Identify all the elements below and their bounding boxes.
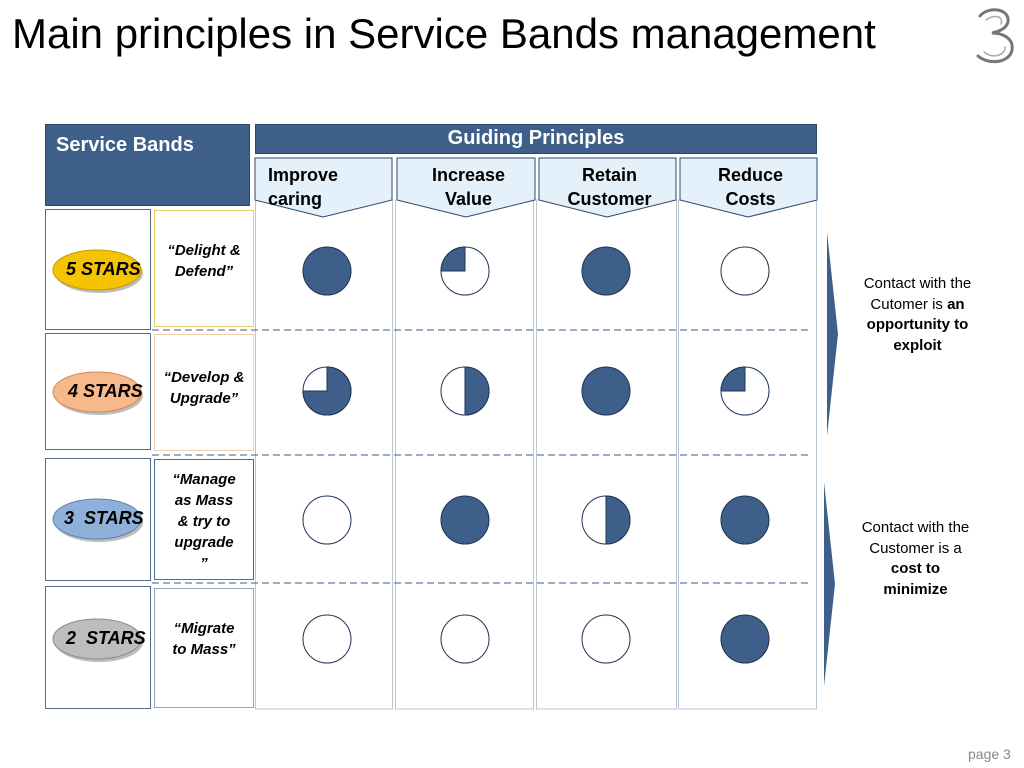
- principle-label-retain: Retain Customer: [567, 165, 652, 209]
- principle-label-improve: Improve caring: [268, 165, 339, 209]
- harvey-ball-reduce: [720, 495, 770, 545]
- service-bands-header-label: Service Bands: [56, 134, 194, 156]
- band-label-2-stars: 2 STARS: [66, 628, 146, 648]
- harvey-ball-improve: [302, 495, 352, 545]
- band-label-4-stars: 4 STARS: [68, 381, 143, 401]
- callout-increase: [396, 157, 536, 218]
- harvey-ball-retain: [581, 366, 631, 416]
- note-cost: Contact with the Customer is a cost to m…: [861, 519, 970, 598]
- motto-box-3-stars: [154, 459, 254, 580]
- harvey-ball-increase: [440, 246, 490, 296]
- motto-3-stars: “Manage as Mass & try to upgrade ”: [172, 471, 236, 572]
- harvey-ball-retain: [581, 246, 631, 296]
- brand-logo: [976, 8, 1014, 64]
- harvey-ball-retain: [581, 614, 631, 664]
- harvey-ball-increase: [440, 614, 490, 664]
- band-label-5-stars: 5 STARS: [66, 259, 141, 279]
- harvey-ball-reduce: [720, 366, 770, 416]
- band-label-3-stars: 3 STARS: [64, 508, 144, 528]
- motto-box-2-stars: [154, 588, 254, 708]
- harvey-ball-improve: [302, 366, 352, 416]
- motto-4-stars: “Develop & Upgrade”: [163, 369, 245, 407]
- harvey-ball-improve: [302, 614, 352, 664]
- principle-label-reduce: Reduce Costs: [717, 165, 784, 209]
- guiding-principles-header: Guiding Principles: [255, 124, 817, 154]
- brace-arrow-top: [827, 232, 838, 436]
- motto-box-5-stars: [154, 210, 254, 327]
- note-opportunity: Contact with the Cutomer is an opportuni…: [863, 275, 972, 354]
- principle-label-increase: Increase Value: [431, 165, 506, 209]
- motto-5-stars: “Delight & Defend”: [167, 242, 241, 280]
- harvey-ball-reduce: [720, 614, 770, 664]
- motto-2-stars: “Migrate to Mass”: [172, 620, 236, 658]
- motto-box-4-stars: [154, 334, 254, 451]
- page-number: page 3: [968, 746, 1011, 762]
- harvey-ball-increase: [440, 366, 490, 416]
- harvey-ball-increase: [440, 495, 490, 545]
- callout-reduce: [679, 157, 818, 218]
- harvey-ball-improve: [302, 246, 352, 296]
- callout-improve: [254, 157, 393, 218]
- harvey-ball-reduce: [720, 246, 770, 296]
- page-title: Main principles in Service Bands managem…: [12, 10, 876, 57]
- callout-retain: [538, 157, 677, 218]
- service-bands-header: Service Bands: [45, 124, 250, 206]
- brace-arrow-bottom: [824, 482, 835, 686]
- harvey-ball-retain: [581, 495, 631, 545]
